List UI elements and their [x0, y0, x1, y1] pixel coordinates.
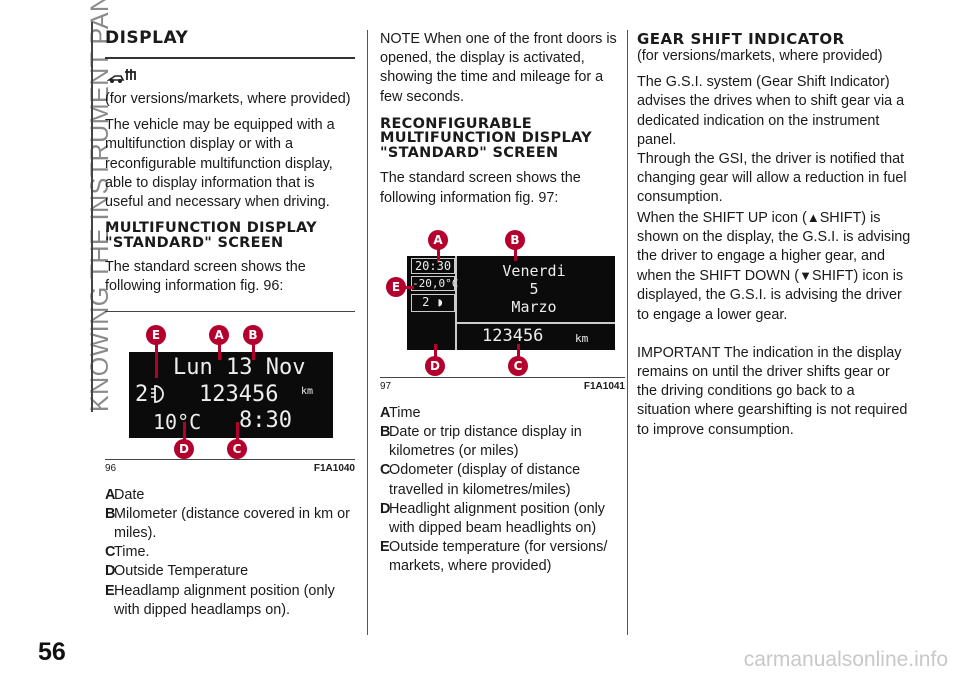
- headlamp-icon: [151, 384, 169, 408]
- heading-rule: [105, 57, 355, 59]
- lcd-odo-divider-v: [455, 255, 457, 350]
- lcd-odometer: 123456: [199, 381, 279, 407]
- lcd-month: Marzo: [511, 297, 557, 316]
- availability-note: (for versions/markets, where provided): [637, 48, 883, 64]
- lcd-day: Venerdi: [502, 261, 566, 280]
- lcd-display: Lun 13 Nov 2 123456 km 10°C 8:30: [129, 351, 333, 438]
- car-display-icon: [106, 66, 355, 86]
- callout-pin-a: [437, 246, 440, 261]
- callout-pin-e: [155, 341, 158, 378]
- callout-pin-b: [514, 246, 517, 261]
- figure-number: 96: [105, 462, 117, 474]
- gsi-paragraph-1: The G.S.I. system (Gear Shift Indicator)…: [637, 74, 905, 148]
- lcd-level: 2: [422, 294, 430, 309]
- callout-b: B: [243, 324, 263, 345]
- lcd-km-unit: km: [301, 385, 314, 397]
- lcd-level: 2: [135, 381, 149, 407]
- chapter-title: KNOWING THE INSTRUMENT PANEL: [86, 0, 114, 412]
- lcd-date: 5: [529, 279, 539, 298]
- callout-a: A: [428, 229, 448, 250]
- callout-d: D: [174, 438, 194, 459]
- lcd-odometer: 123456: [482, 325, 544, 346]
- column-2: NOTE When one of the front doors is open…: [380, 30, 625, 577]
- callout-pin-c: [236, 421, 239, 442]
- body-paragraph: The standard screen shows the following …: [105, 259, 306, 295]
- lcd-time: 20:30: [411, 257, 455, 274]
- important-paragraph: IMPORTANT The indication in the display …: [637, 344, 908, 438]
- callout-pin-c: [517, 343, 520, 358]
- lcd-km-unit: km: [575, 331, 589, 345]
- note-paragraph: NOTE When one of the front doors is open…: [380, 31, 617, 105]
- callout-pin-e: [402, 285, 414, 289]
- callout-c: C: [227, 438, 247, 459]
- figure-caption: 96 F1A1040: [105, 460, 355, 474]
- gsi-paragraph-2: Through the GSI, the driver is notified …: [637, 151, 907, 206]
- shift-up-icon: ▲: [806, 209, 820, 225]
- figure-caption: 97 F1A1041: [380, 378, 625, 392]
- lcd-temperature: 10°C: [153, 409, 202, 434]
- figure-number: 97: [380, 380, 392, 392]
- callout-pin-d: [183, 421, 186, 442]
- watermark: carmanualsonline.info: [743, 648, 948, 671]
- lcd-time: 8:30: [239, 407, 292, 433]
- figure-code: F1A1041: [583, 380, 625, 392]
- chapter-rule: [91, 22, 93, 412]
- callout-pin-a: [218, 341, 221, 360]
- shift-down-icon: ▼: [799, 268, 812, 284]
- figure-96: Lun 13 Nov 2 123456 km 10°C 8:30 E A B D…: [105, 310, 355, 460]
- callout-d: D: [425, 355, 445, 376]
- lcd-date: Lun 13 Nov: [173, 354, 306, 380]
- column-divider: [627, 30, 628, 635]
- page-number: 56: [38, 638, 66, 666]
- headlamp-icon: ◗: [429, 294, 444, 309]
- body-paragraph: The standard screen shows the following …: [380, 170, 581, 206]
- column-1: DISPLAY (for versions/markets, where pro…: [105, 30, 355, 620]
- column-divider: [367, 30, 368, 635]
- subheading-reconfigurable: RECONFIGURABLE MULTIFUNCTION DISPLAY "ST…: [380, 115, 592, 161]
- section-heading-gsi: GEAR SHIFT INDICATOR: [637, 30, 845, 48]
- gsi-paragraph-3: When the SHIFT UP icon (▲SHIFT) is shown…: [637, 209, 911, 323]
- callout-b: B: [505, 229, 525, 250]
- callout-a: A: [209, 324, 229, 345]
- lcd-odo-divider: [455, 321, 615, 324]
- figure-97: 20:30 -20,0°C 2 ◗ Venerdi 5 Marzo 123456…: [380, 222, 625, 378]
- intro-paragraph: The vehicle may be equipped with a multi…: [105, 117, 335, 211]
- callout-c: C: [508, 355, 528, 376]
- lcd-temperature: -20,0°C: [411, 275, 459, 291]
- column-3: GEAR SHIFT INDICATOR (for versions/marke…: [637, 30, 912, 440]
- callout-pin-b: [252, 341, 255, 360]
- subheading-multifunction: MULTIFUNCTION DISPLAY "STANDARD" SCREEN: [105, 220, 317, 251]
- figure-code: F1A1040: [313, 462, 355, 474]
- lcd-level-box: 2 ◗: [411, 293, 455, 312]
- availability-note: (for versions/markets, where provided): [105, 91, 351, 107]
- section-heading-display: DISPLAY: [105, 28, 189, 48]
- callout-pin-d: [434, 343, 437, 358]
- callout-e: E: [386, 276, 406, 297]
- callout-e: E: [146, 324, 166, 345]
- lcd-display: 20:30 -20,0°C 2 ◗ Venerdi 5 Marzo 123456…: [407, 255, 615, 350]
